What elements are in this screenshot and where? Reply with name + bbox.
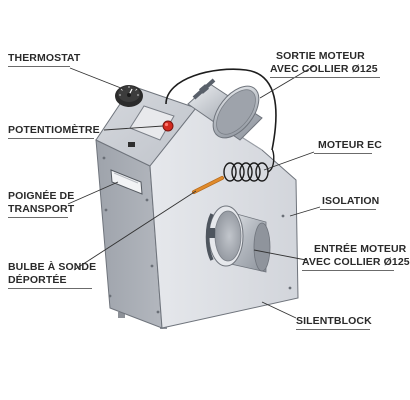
label-bulbe-line1: BULBE À SONDE [8,261,97,273]
outlet-duct [187,78,263,141]
label-poignee-underline [8,217,68,218]
label-moteur-ec-underline [314,153,372,154]
carry-handle [110,169,143,195]
label-silentblock-underline [296,329,370,330]
label-thermostat: THERMOSTAT [8,52,81,64]
label-poignee-line2: TRANSPORT [8,203,75,215]
diagram-canvas: THERMOSTAT POTENTIOMÈTRE POIGNÉE DE TRAN… [8,50,410,330]
label-bulbe-line2: DÉPORTÉE [8,274,67,286]
label-entree-line2: AVEC COLLIER Ø125 [302,256,410,268]
leader-lines [67,65,321,319]
potentiometer-knob-icon [162,120,174,132]
label-sortie-line2: AVEC COLLIER Ø125 [270,63,378,75]
label-entree-underline [302,270,394,271]
label-sortie-line1: SORTIE MOTEUR [276,50,365,62]
label-isolation: ISOLATION [322,195,380,207]
label-silentblock: SILENTBLOCK [296,315,372,327]
label-potentiometre-underline [8,138,94,139]
unit-illustration [67,65,321,329]
thermostat-dial-icon [115,85,143,107]
label-isolation-underline [320,209,376,210]
label-entree-line1: ENTRÉE MOTEUR [314,243,407,255]
inlet-duct [205,205,271,273]
bulb-probe [192,176,224,194]
label-poignee-line1: POIGNÉE DE [8,190,75,202]
label-bulbe-underline [8,288,92,289]
label-potentiometre: POTENTIOMÈTRE [8,124,100,136]
probe-coil [223,149,275,182]
motor-cable [165,68,277,151]
control-plate [129,105,175,141]
label-moteur-ec: MOTEUR EC [318,139,382,151]
label-thermostat-underline [8,66,70,67]
label-sortie-underline [270,77,380,78]
